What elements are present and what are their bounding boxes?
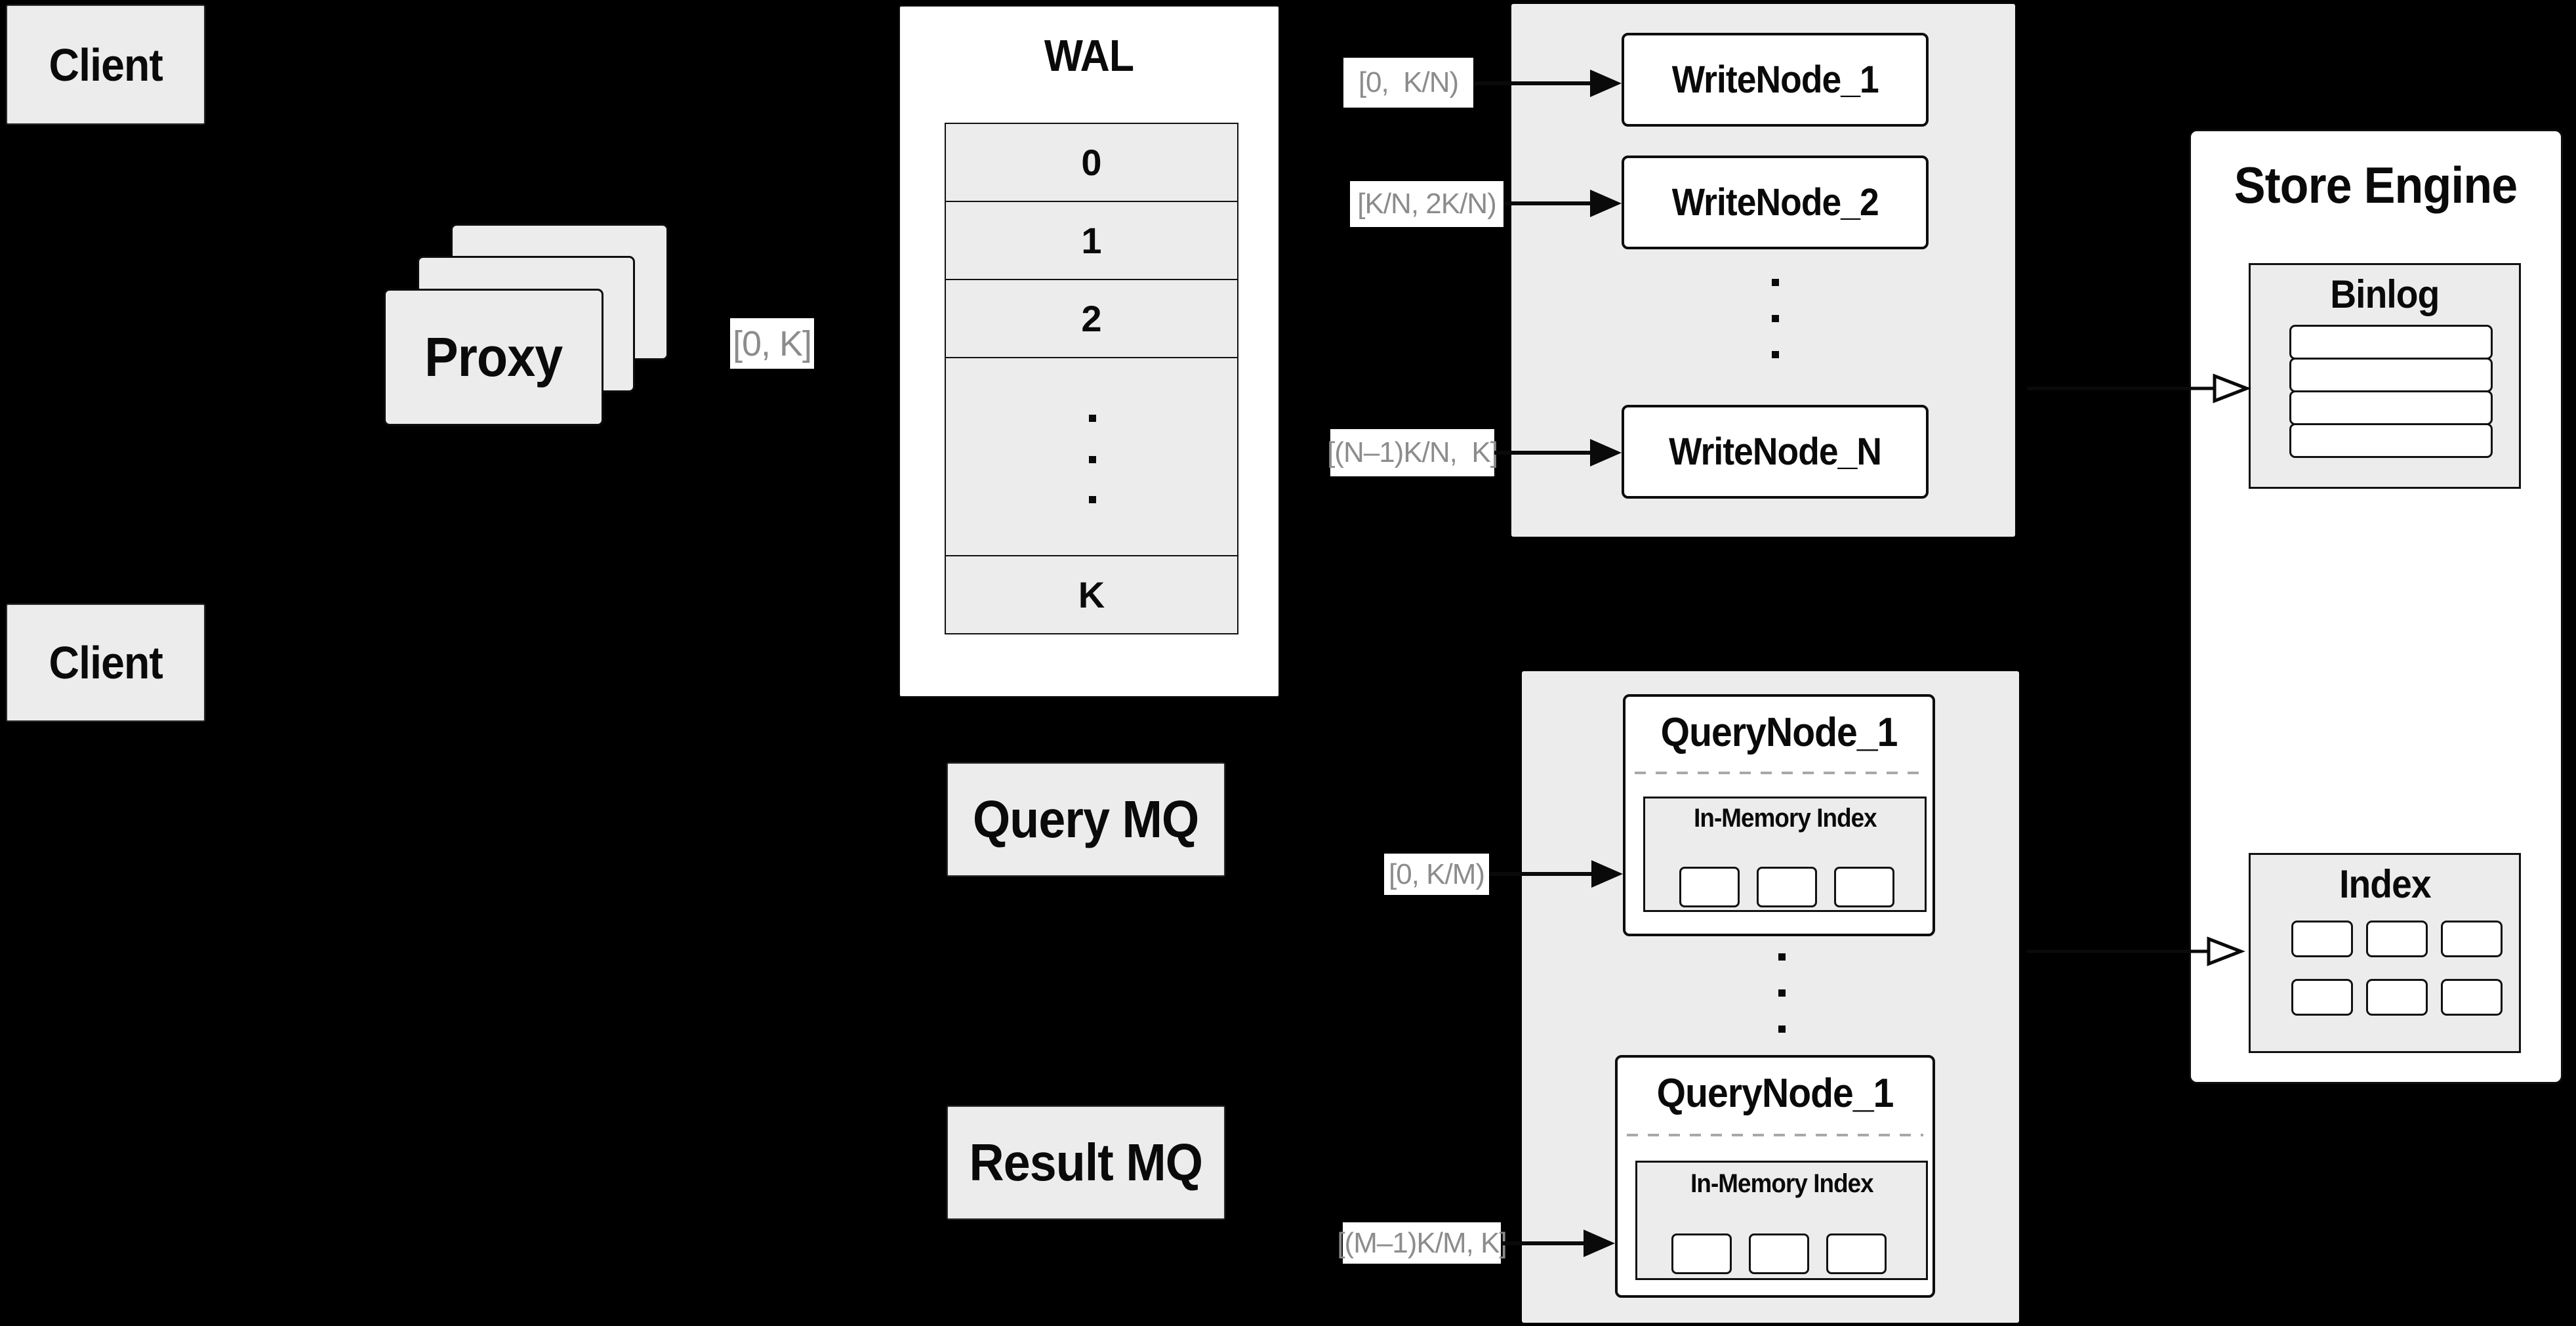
write-node-n-label: WriteNode_N <box>1669 430 1882 473</box>
binlog-row <box>2289 325 2493 360</box>
query-node-b-inmemory-title-wrap: In-Memory Index <box>1637 1167 1926 1201</box>
write-node-n-box: WriteNode_N <box>1622 405 1929 499</box>
range-label-write-1: [0, K/N) <box>1343 58 1473 108</box>
wal-row-k-label: K <box>1078 574 1105 615</box>
client-bottom-label: Client <box>49 637 163 688</box>
query-node-a-title: QueryNode_1 <box>1660 709 1898 755</box>
wal-ellipsis-dot <box>1089 415 1096 422</box>
query-node-b-inmemory-box: In-Memory Index <box>1635 1161 1928 1280</box>
query-node-b-box: QueryNode_1 In-Memory Index <box>1615 1055 1935 1298</box>
wal-row-0-label: 0 <box>1081 142 1102 183</box>
range-label-write-n: [(N–1)K/N, K] <box>1327 429 1498 476</box>
index-chip <box>2441 979 2503 1016</box>
binlog-rows <box>2289 325 2493 458</box>
wal-row-1-label: 1 <box>1081 220 1102 261</box>
write-ellipsis-dot <box>1772 279 1779 286</box>
binlog-row <box>2289 423 2493 458</box>
binlog-row <box>2289 390 2493 425</box>
proxy-card-front: Proxy <box>384 289 603 426</box>
write-node-1-label: WriteNode_1 <box>1671 58 1879 101</box>
query-node-a-inmemory-title-wrap: In-Memory Index <box>1645 801 1925 835</box>
query-node-b-title: QueryNode_1 <box>1656 1070 1894 1116</box>
range-label-write-2: [K/N, 2K/N) <box>1350 181 1503 227</box>
write-ellipsis-dot <box>1772 315 1779 322</box>
query-mq-box: Query MQ <box>947 762 1225 877</box>
query-node-a-inmemory-box: In-Memory Index <box>1643 797 1927 912</box>
query-node-a-title-wrap: QueryNode_1 <box>1625 706 1932 758</box>
index-title: Index <box>2339 861 2431 906</box>
query-node-b-inmemory-title: In-Memory Index <box>1690 1169 1874 1198</box>
segment-chip <box>1757 867 1817 907</box>
query-ellipsis-dot <box>1778 953 1786 961</box>
index-chip <box>2291 921 2353 957</box>
index-chip <box>2366 921 2428 957</box>
query-node-a-inmemory-title: In-Memory Index <box>1693 803 1877 833</box>
segment-chip <box>1834 867 1894 907</box>
result-mq-label: Result MQ <box>969 1133 1204 1191</box>
store-engine-title-wrap: Store Engine <box>2191 152 2561 218</box>
segment-chip <box>1749 1233 1809 1274</box>
query-ellipsis-dot <box>1778 1026 1786 1033</box>
segment-chip <box>1826 1233 1887 1274</box>
segment-chip <box>1671 1233 1732 1274</box>
wal-row-2: 2 <box>945 279 1238 358</box>
write-ellipsis-dot <box>1772 351 1779 358</box>
range-label-query-last: [(M–1)K/M, K] <box>1337 1222 1507 1264</box>
wal-box: WAL 0 1 2 K <box>899 5 1280 697</box>
write-node-2-label: WriteNode_2 <box>1671 181 1879 224</box>
proxy-label: Proxy <box>424 326 563 388</box>
wal-ellipsis-dot <box>1089 456 1096 463</box>
write-node-1-box: WriteNode_1 <box>1622 33 1929 127</box>
binlog-box: Binlog <box>2249 263 2521 489</box>
range-label-query-first: [0, K/M) <box>1384 854 1489 895</box>
index-chip <box>2441 921 2503 957</box>
wal-row-1: 1 <box>945 201 1238 280</box>
index-chip <box>2366 979 2428 1016</box>
index-box: Index <box>2249 853 2521 1053</box>
client-top-label: Client <box>49 39 163 91</box>
wal-row-2-label: 2 <box>1081 298 1102 339</box>
index-title-wrap: Index <box>2251 858 2519 910</box>
binlog-title: Binlog <box>2330 272 2440 316</box>
range-label-proxy-out: [0, K] <box>730 318 814 369</box>
query-node-b-title-wrap: QueryNode_1 <box>1618 1067 1932 1119</box>
wal-segment-table: 0 1 2 K <box>945 123 1238 634</box>
wal-title-wrap: WAL <box>900 26 1278 85</box>
wal-title: WAL <box>1044 31 1134 81</box>
index-chip <box>2291 979 2353 1016</box>
wal-ellipsis-dot <box>1089 496 1096 503</box>
client-top-box: Client <box>6 5 205 125</box>
query-mq-label: Query MQ <box>973 790 1199 848</box>
binlog-title-wrap: Binlog <box>2251 268 2519 320</box>
query-node-a-box: QueryNode_1 In-Memory Index <box>1623 694 1935 936</box>
store-engine-box: Store Engine Binlog Index <box>2189 129 2563 1084</box>
wal-row-k: K <box>945 555 1238 634</box>
client-bottom-box: Client <box>6 604 205 722</box>
wal-row-0: 0 <box>945 123 1238 202</box>
write-node-2-box: WriteNode_2 <box>1622 155 1929 249</box>
store-engine-title: Store Engine <box>2234 155 2518 214</box>
binlog-row <box>2289 358 2493 392</box>
segment-chip <box>1679 867 1740 907</box>
result-mq-box: Result MQ <box>947 1106 1225 1220</box>
query-ellipsis-dot <box>1778 989 1786 997</box>
